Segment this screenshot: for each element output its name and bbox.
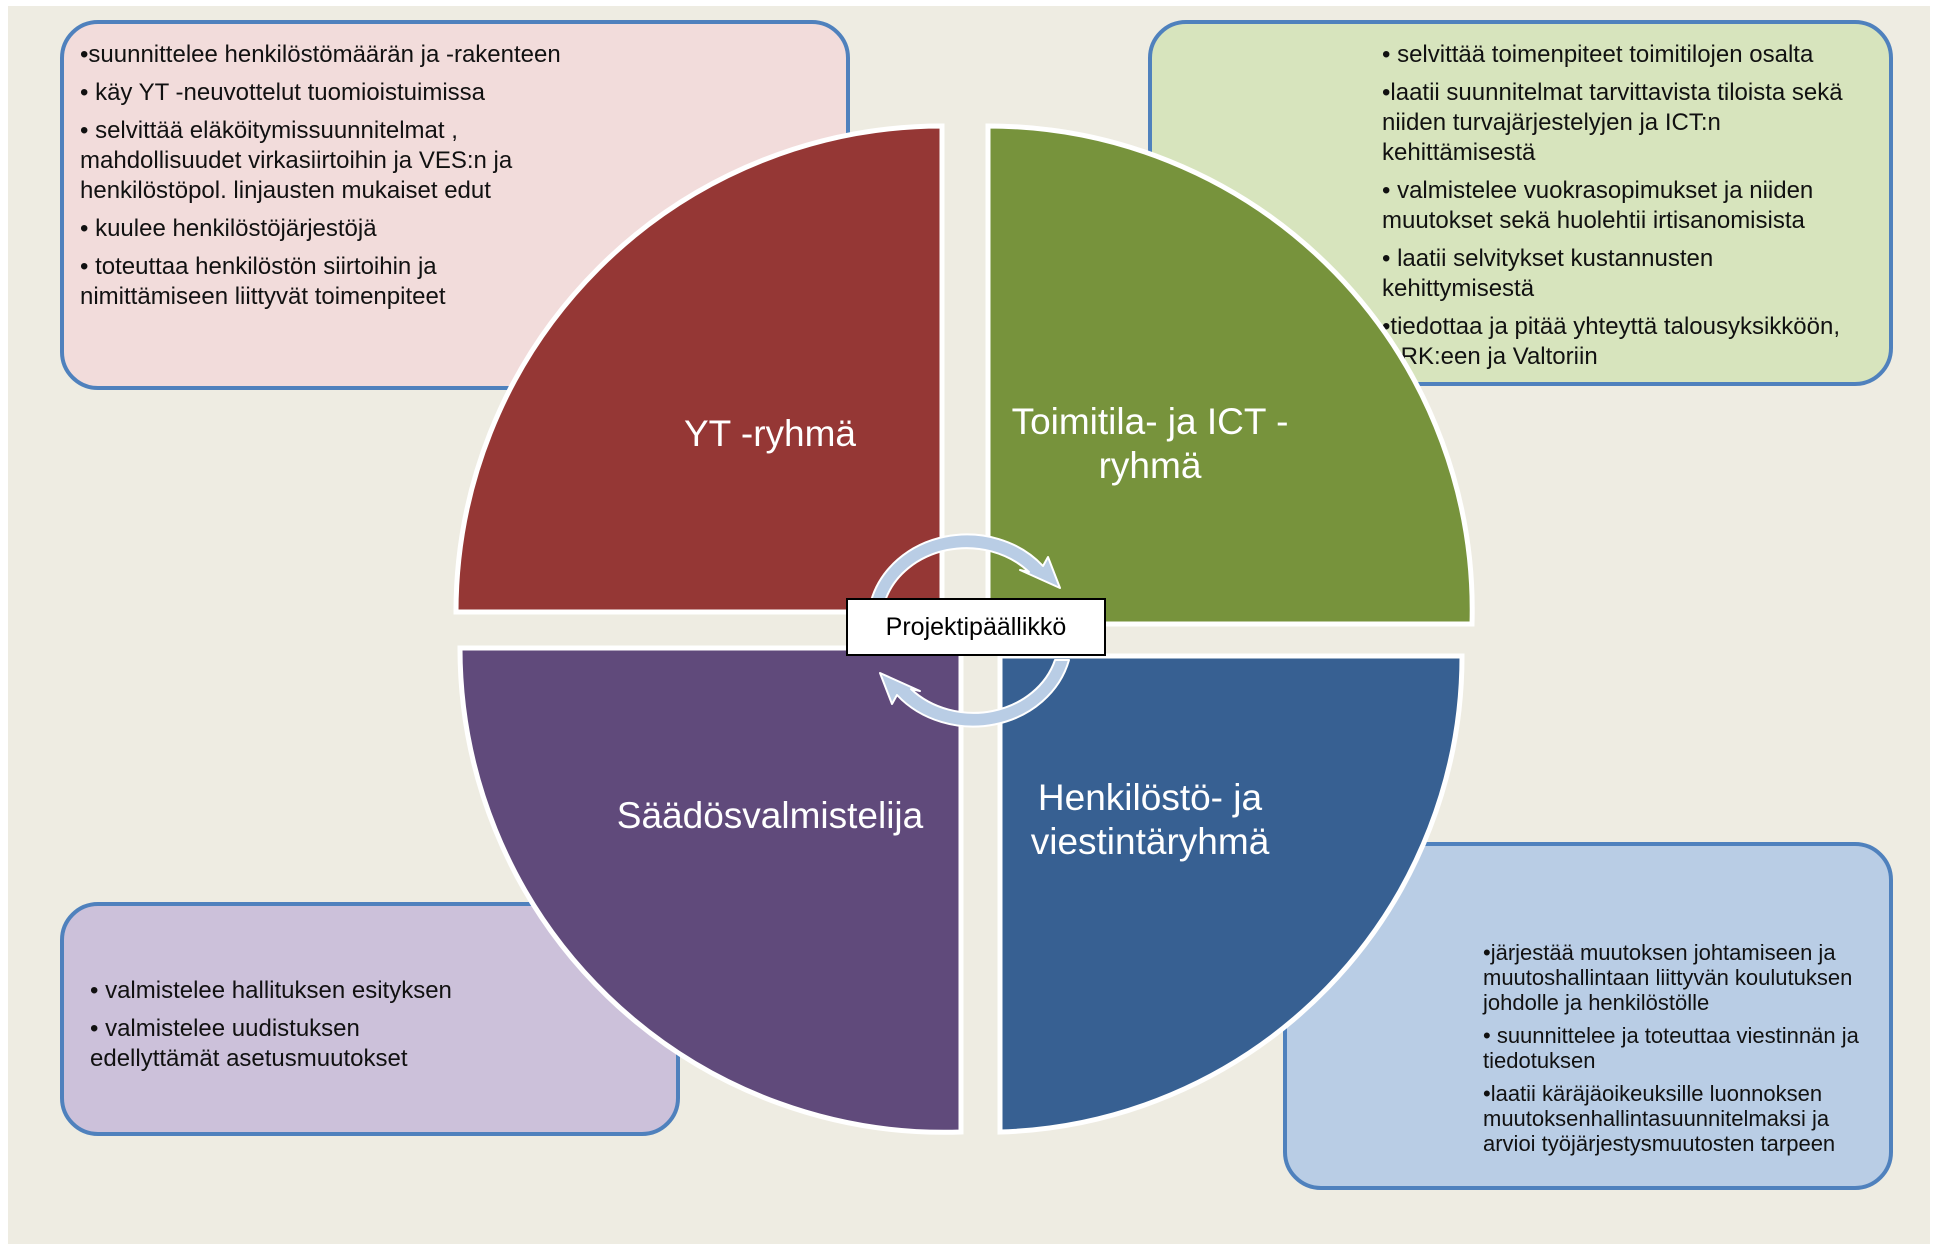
list-item: toteuttaa henkilöstön siirtoihin ja nimi… (80, 252, 510, 312)
saad-task-list: valmistelee hallituksen esityksen valmis… (90, 976, 662, 1074)
henk-group-title-line1: Henkilöstö- ja (1037, 777, 1263, 818)
yt-group-title: YT -ryhmä (683, 413, 856, 454)
list-item: selvittää toimenpiteet toimitilojen osal… (1382, 40, 1875, 70)
saad-task-box: valmistelee hallituksen esityksen valmis… (60, 902, 680, 1136)
list-item: kuulee henkilöstöjärjestöjä (80, 214, 826, 244)
list-item: valmistelee vuokrasopimukset ja niiden m… (1382, 176, 1875, 236)
henk-task-list: järjestää muutoksen johtamiseen ja muuto… (1483, 940, 1879, 1156)
cycle-arrows-icon (870, 533, 1070, 728)
henk-group-title-line2: viestintäryhmä (1030, 821, 1270, 862)
yt-group-label: YT -ryhmä (590, 412, 950, 456)
yt-task-list: suunnittelee henkilöstömäärän ja -rakent… (80, 40, 826, 312)
list-item: laatii selvitykset kustannusten kehittym… (1382, 244, 1742, 304)
list-item: tiedottaa ja pitää yhteyttä talousyksikk… (1382, 312, 1875, 372)
list-item: suunnittelee ja toteuttaa viestinnän ja … (1483, 1023, 1879, 1073)
henk-quadrant (997, 653, 1465, 1135)
yt-quadrant (453, 123, 945, 615)
list-item: valmistelee hallituksen esityksen (90, 976, 662, 1006)
project-manager-label: Projektipäällikkö (885, 613, 1067, 641)
list-item: suunnittelee henkilöstömäärän ja -rakent… (80, 40, 826, 70)
list-item: valmistelee uudistuksen edellyttämät ase… (90, 1014, 440, 1074)
ict-task-list: selvittää toimenpiteet toimitilojen osal… (1382, 40, 1875, 372)
saad-quadrant (457, 645, 964, 1135)
list-item: käy YT -neuvottelut tuomioistuimissa (80, 78, 826, 108)
list-item: selvittää eläköitymissuunnitelmat , mahd… (80, 116, 540, 206)
henk-group-label: Henkilöstö- ja viestintäryhmä (980, 776, 1320, 864)
ict-group-title-line1: Toimitila- ja ICT - (1011, 401, 1289, 442)
list-item: laatii käräjäoikeuksille luonnoksen muut… (1483, 1081, 1879, 1156)
ict-group-title-line2: ryhmä (1098, 445, 1202, 486)
list-item: järjestää muutoksen johtamiseen ja muuto… (1483, 940, 1879, 1015)
project-manager-box: Projektipäällikkö (846, 598, 1106, 656)
cycle-arrow-bottom (879, 659, 1070, 728)
saad-group-label: Säädösvalmistelija (590, 794, 950, 838)
ict-group-label: Toimitila- ja ICT - ryhmä (980, 400, 1320, 488)
list-item: laatii suunnitelmat tarvittavista tilois… (1382, 78, 1875, 168)
ict-quadrant (985, 123, 1475, 627)
saad-group-title: Säädösvalmistelija (616, 795, 924, 836)
cycle-arrow-top (870, 533, 1061, 602)
